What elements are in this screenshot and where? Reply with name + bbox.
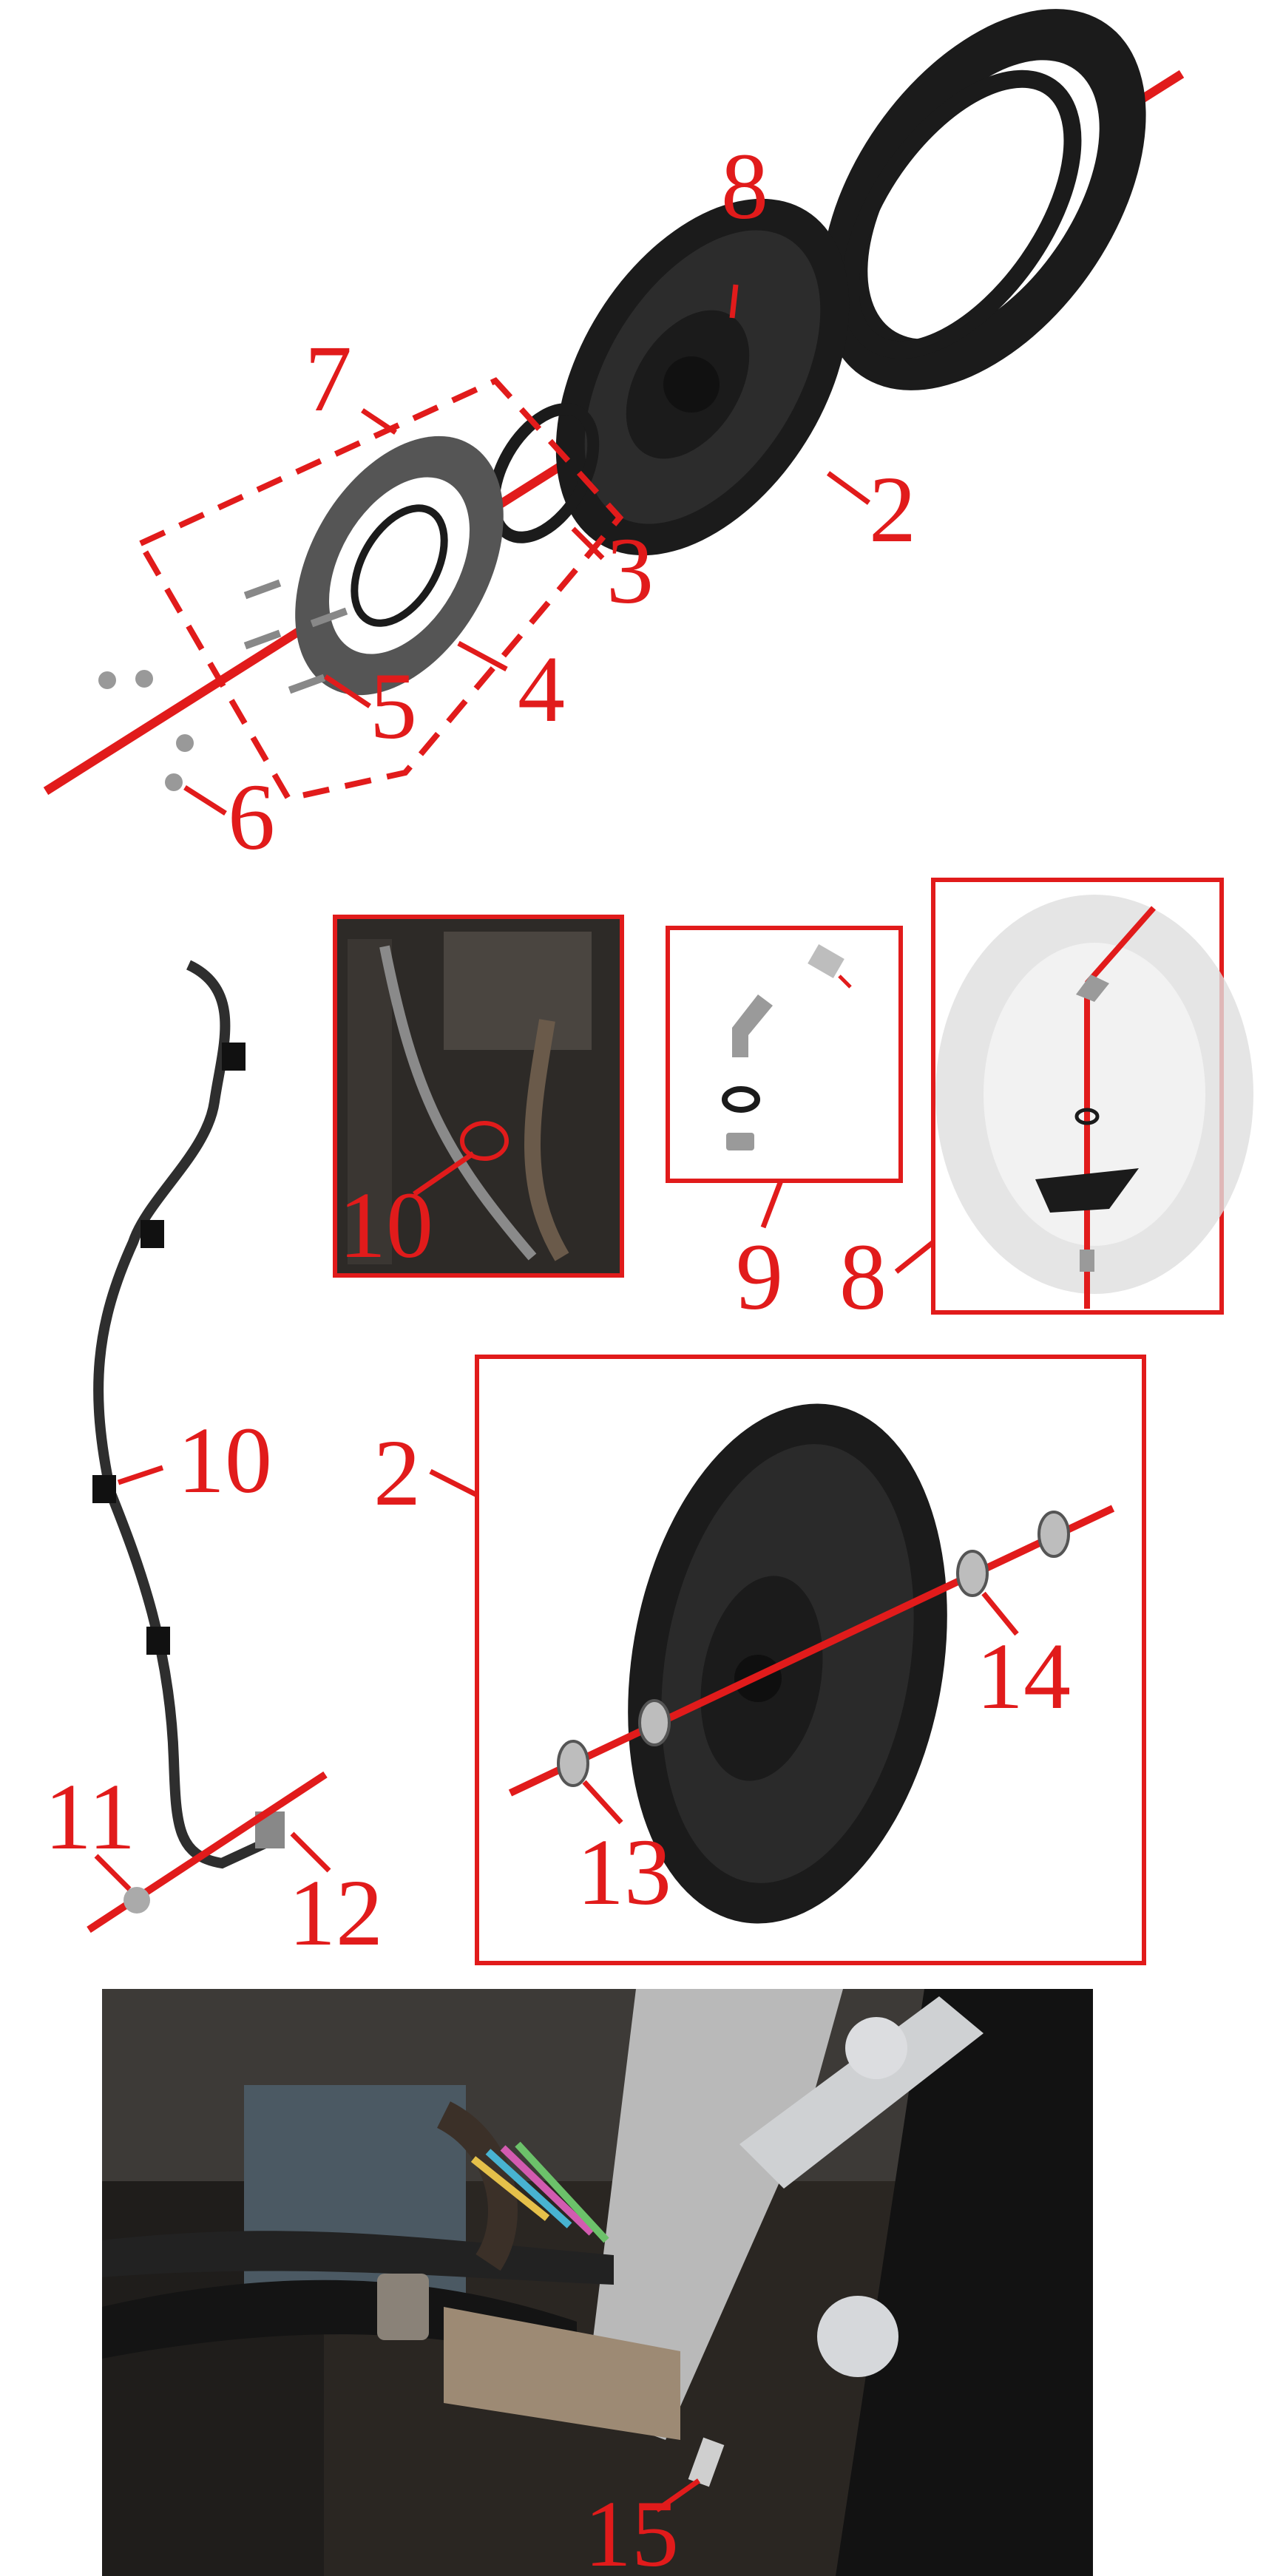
callout-9: 9: [736, 1224, 783, 1329]
callout-2: 2: [869, 457, 916, 562]
callout-15: 15: [584, 2481, 679, 2576]
speed-sensor-cable: [92, 960, 285, 1869]
leader-lines-top: [183, 284, 871, 816]
screws: [98, 670, 194, 791]
callout-10: 10: [177, 1408, 272, 1513]
tire: [821, 9, 1146, 390]
callout-7: 7: [305, 326, 352, 431]
sensor-and-hub-section: 10 9 8: [44, 878, 1253, 1965]
callout-3: 3: [606, 518, 654, 623]
callout-13: 13: [577, 1820, 671, 1925]
callout-11: 11: [44, 1764, 135, 1869]
inset-photo-cable-routing: [333, 915, 624, 1278]
valve-installed-box: [894, 878, 1253, 1315]
hub-bearings-box: [475, 1355, 1146, 1965]
group-7-outline: [136, 377, 624, 802]
disc-bolts: [243, 579, 348, 694]
callout-5: 5: [370, 654, 417, 759]
leader-lines-mid: [94, 1465, 478, 1891]
callout-10-inset: 10: [339, 1173, 433, 1278]
installation-photo: [102, 1989, 1093, 2576]
callout-8-inset: 8: [839, 1224, 887, 1329]
callout-4: 4: [518, 637, 565, 742]
callout-2-hub: 2: [373, 1420, 421, 1525]
callout-14: 14: [976, 1624, 1071, 1729]
wheel-exploded-view: 7 8 2 3 4 5 6: [43, 9, 1185, 870]
callout-8: 8: [721, 134, 768, 239]
valve-parts-box: [666, 926, 903, 1229]
callout-6: 6: [228, 765, 275, 870]
sensor-washer: [123, 1887, 150, 1914]
callout-12: 12: [288, 1860, 383, 1965]
tone-ring: [487, 403, 600, 543]
brake-disc: [295, 435, 504, 696]
rim: [555, 198, 850, 556]
